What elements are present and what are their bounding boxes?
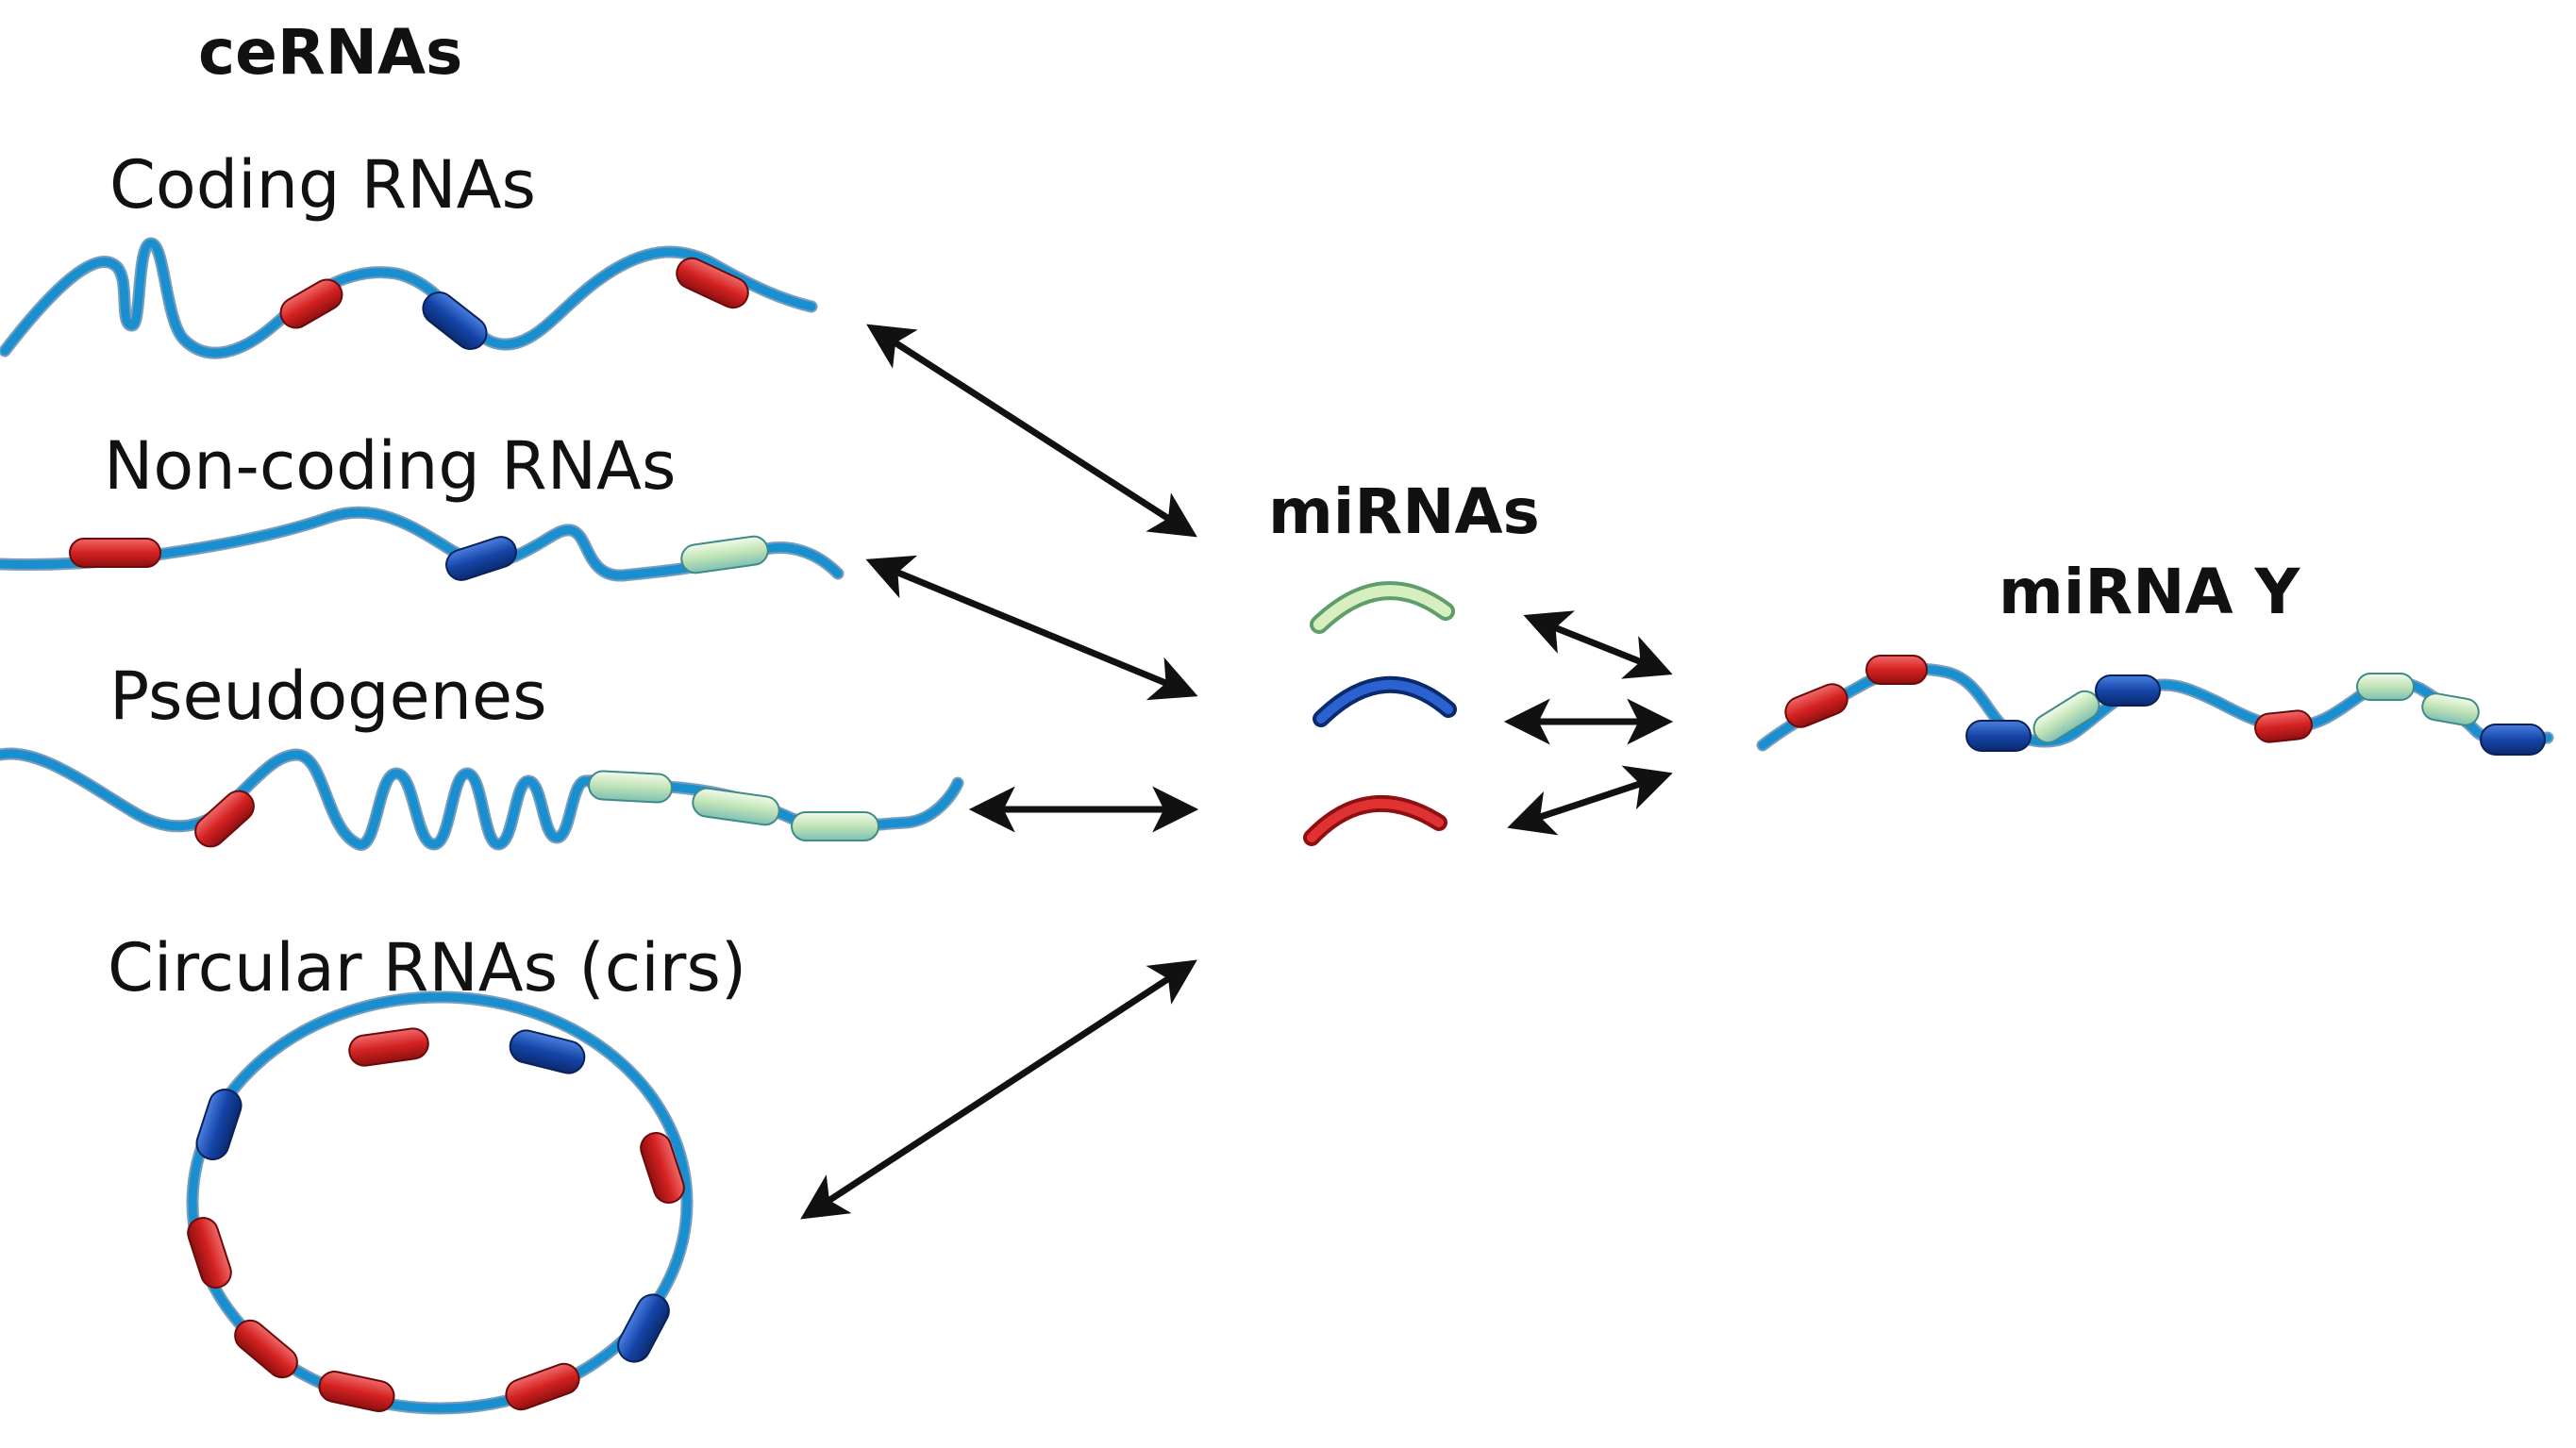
pseudogene-segment-red-1 bbox=[194, 790, 255, 848]
circular-segment-blue-3 bbox=[195, 1089, 243, 1160]
arrow-noncoding-to-mirnas bbox=[865, 555, 1198, 701]
mirna-y-segment-pale-2 bbox=[2356, 673, 2415, 701]
pseudogene-segment-pale-2 bbox=[692, 787, 780, 826]
pseudogene-strand bbox=[0, 747, 964, 851]
mirna-y-segment-red-1 bbox=[1784, 683, 1848, 728]
label-mirna-y: miRNA Y bbox=[1999, 556, 2301, 628]
circular-segment-red-3 bbox=[505, 1362, 580, 1411]
noncoding-segment-blue-1 bbox=[445, 536, 517, 581]
circular-segment-red-2 bbox=[640, 1132, 685, 1204]
coding-segment-blue-1 bbox=[422, 291, 488, 350]
coding-segment-red-1 bbox=[279, 278, 343, 329]
mirna-y-segment-pale-3 bbox=[2421, 692, 2480, 726]
mirna-y-segment-red-3 bbox=[2254, 709, 2313, 743]
coding-rna-strand bbox=[0, 237, 818, 359]
mirna-y-segment-blue-3 bbox=[2480, 724, 2546, 756]
circular-segment-red-6 bbox=[187, 1217, 232, 1289]
coding-segment-red-2 bbox=[676, 257, 749, 309]
circular-segment-red-1 bbox=[348, 1027, 429, 1067]
arrow-mirna-red-to-target bbox=[1507, 765, 1673, 836]
pseudogene-segment-pale-3 bbox=[791, 811, 879, 841]
label-coding-rnas: Coding RNAs bbox=[109, 146, 536, 224]
label-pseudogenes: Pseudogenes bbox=[109, 657, 547, 735]
noncoding-segment-pale-1 bbox=[680, 535, 769, 574]
label-mirnas: miRNAs bbox=[1268, 475, 1540, 548]
arrow-mirna-pale-to-target bbox=[1523, 610, 1673, 679]
circular-segment-blue-2 bbox=[617, 1293, 670, 1363]
circular-segment-red-4 bbox=[318, 1371, 395, 1412]
arrow-circular-to-mirnas bbox=[800, 959, 1197, 1220]
circular-segment-red-5 bbox=[234, 1319, 298, 1379]
circular-segment-blue-1 bbox=[509, 1029, 586, 1074]
mirna-y-segment-blue-2 bbox=[2095, 674, 2161, 707]
mirna-y-segment-blue-1 bbox=[1965, 720, 2032, 752]
noncoding-rna-strand bbox=[0, 506, 845, 582]
pseudogene-segment-pale-1 bbox=[588, 770, 673, 804]
mirna-strands bbox=[1303, 581, 1457, 846]
mirna-y-strand bbox=[1756, 655, 2554, 756]
mirna-y-segment-red-2 bbox=[1865, 655, 1928, 685]
circular-rna-ring bbox=[186, 990, 694, 1415]
arrow-coding-to-mirnas bbox=[866, 324, 1197, 538]
label-noncoding-rnas: Non-coding RNAs bbox=[104, 427, 676, 505]
diagram-title: ceRNAs bbox=[198, 16, 462, 89]
noncoding-segment-red-1 bbox=[69, 538, 161, 568]
